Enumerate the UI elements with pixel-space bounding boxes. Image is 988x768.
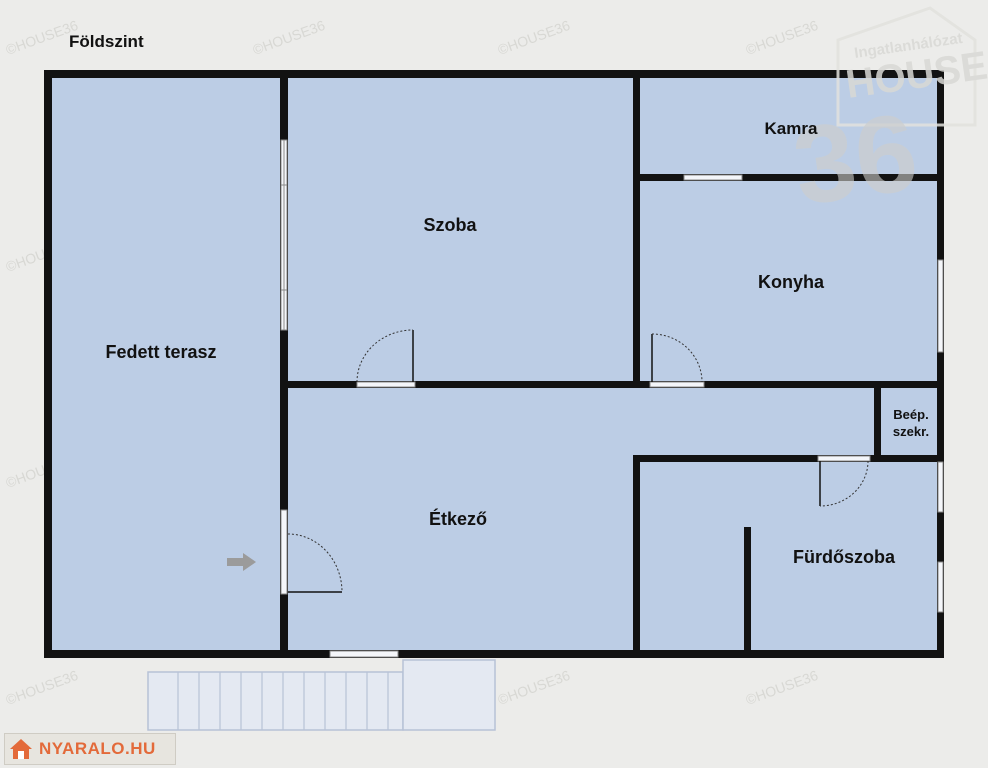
wall-closet: [874, 384, 881, 462]
door-swing-kitchen: [651, 333, 703, 383]
window-bath-1: [937, 461, 944, 513]
wall-room-kitchen: [633, 74, 640, 386]
wall-room-dining: [284, 381, 940, 388]
watermark: ©HOUSE36: [496, 17, 573, 58]
window-dining: [329, 650, 399, 658]
room-label-dining: Étkező: [429, 508, 487, 529]
window-bath-2: [937, 561, 944, 613]
nyaralo-logo: NYARALO.HU: [4, 733, 176, 765]
door-opening-kitchen: [649, 381, 705, 388]
door-swing-terrace: [287, 533, 343, 593]
house36-brand-mark: Ingatlanhálózat HOUSE 36: [786, 6, 988, 229]
walls: [44, 70, 944, 658]
door-swing-bath: [819, 460, 869, 507]
wall-bath-west: [633, 455, 640, 654]
door-opening-room: [356, 381, 416, 388]
wall-terrace: [280, 74, 288, 654]
house-icon: [10, 739, 32, 759]
window-pantry: [683, 174, 743, 181]
outer-wall-bottom: [44, 650, 944, 658]
floor-title: Földszint: [69, 32, 144, 51]
door-swing-room: [356, 329, 414, 383]
wall-dining-bath: [633, 455, 940, 462]
door-opening-terrace: [280, 509, 288, 595]
outer-wall-right: [937, 70, 944, 658]
room-label-room: Szoba: [423, 215, 477, 235]
entrance-arrow-icon: [227, 553, 256, 571]
wall-bath-partition: [744, 527, 751, 654]
doors: [280, 329, 871, 595]
door-opening-bath: [817, 455, 871, 462]
stairs-flight: [147, 671, 404, 731]
watermark: ©HOUSE36: [4, 667, 81, 708]
stair-treads: [177, 672, 389, 730]
floor-area: [48, 74, 940, 654]
logo-text: NYARALO.HU: [39, 739, 156, 758]
room-label-kitchen: Konyha: [758, 272, 825, 292]
brand-line3: 36: [786, 90, 924, 229]
window-kitchen: [937, 259, 944, 353]
room-label-closet-2: szekr.: [893, 424, 929, 439]
watermark: ©HOUSE36: [744, 667, 821, 708]
room-label-terrace: Fedett terasz: [105, 342, 216, 362]
room-label-closet-1: Beép.: [893, 407, 928, 422]
watermark: ©HOUSE36: [251, 17, 328, 58]
room-fills: [48, 74, 940, 654]
room-label-bathroom: Fürdőszoba: [793, 547, 896, 567]
stairs-landing: [402, 659, 496, 731]
windows: [280, 139, 944, 658]
stairs: [147, 659, 496, 731]
wall-pantry-kitchen: [636, 174, 940, 181]
watermark: ©HOUSE36: [496, 667, 573, 708]
outer-wall-left: [44, 70, 52, 658]
watermark: ©HOUSE36: [744, 17, 821, 58]
outer-wall-top: [44, 70, 944, 78]
room-label-pantry: Kamra: [765, 119, 818, 138]
